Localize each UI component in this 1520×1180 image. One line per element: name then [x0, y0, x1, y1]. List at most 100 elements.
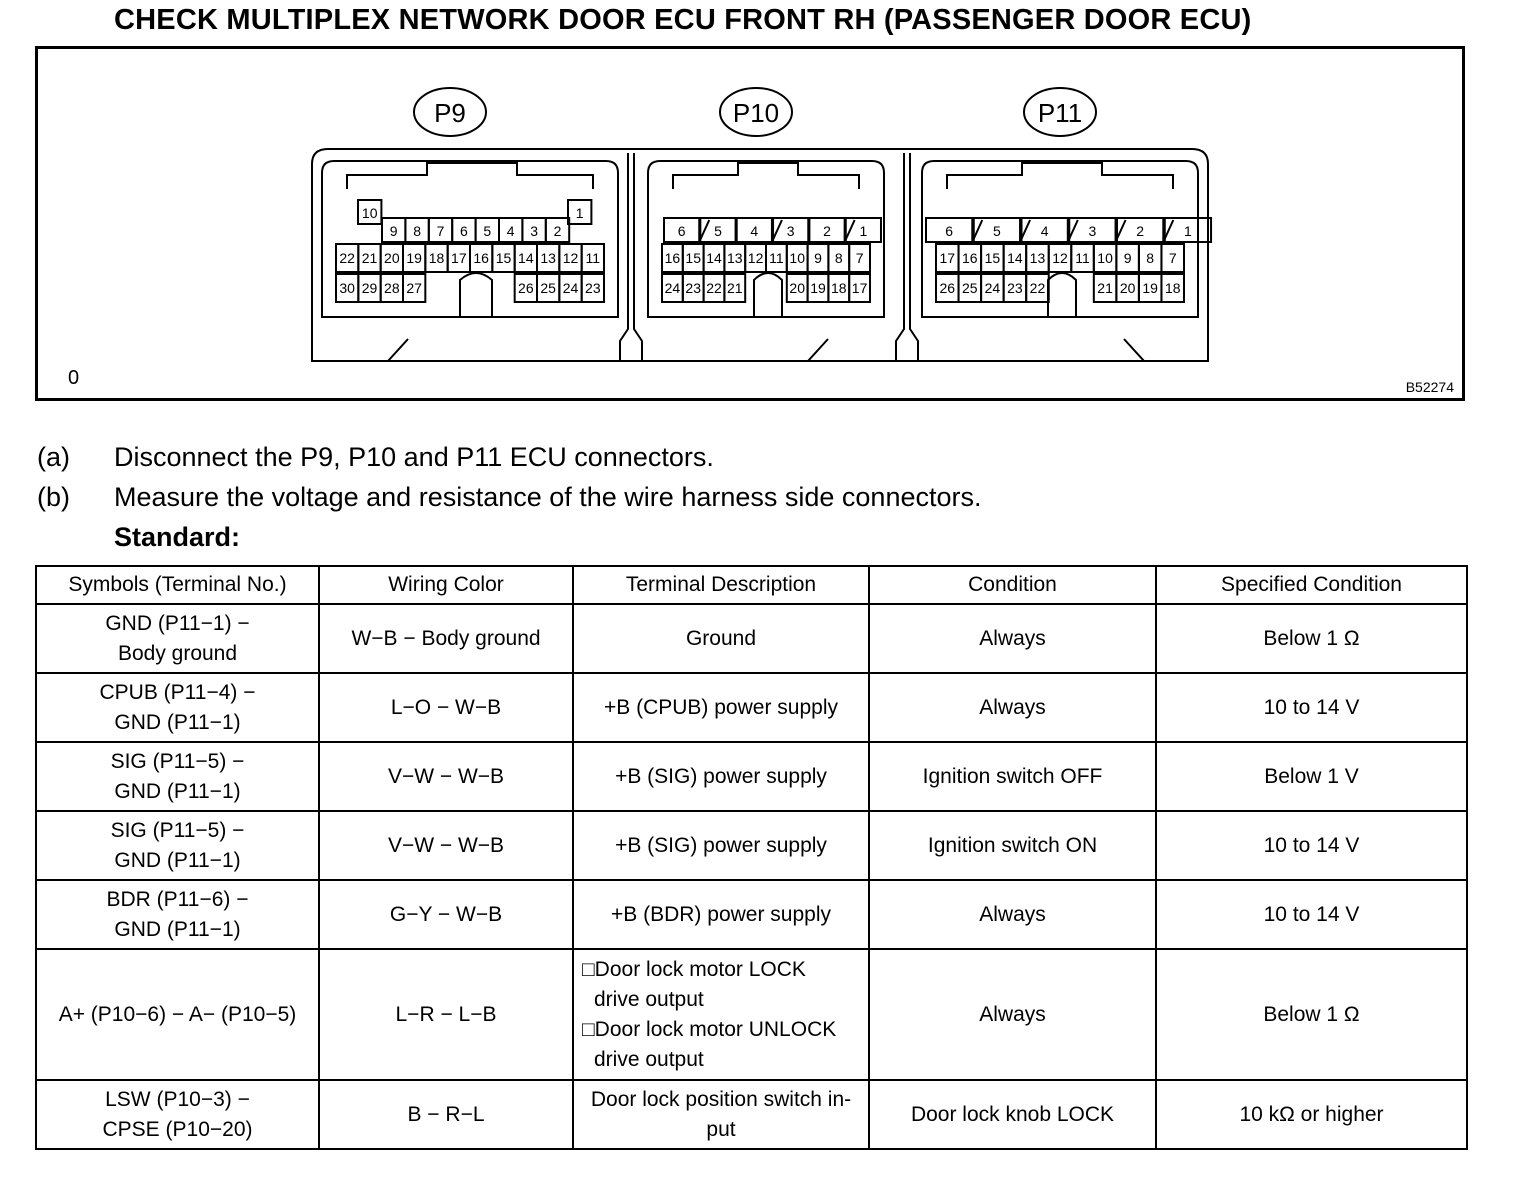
pin-cell — [848, 273, 872, 303]
pin-cell — [1020, 217, 1069, 243]
pin-number: 14 — [706, 250, 722, 266]
pin-number: 15 — [985, 250, 1001, 266]
connector-frame — [647, 160, 885, 318]
pin-number: 20 — [384, 250, 400, 266]
cell-condition: Always — [868, 948, 1157, 1081]
pin-number: 10 — [1097, 250, 1113, 266]
pin-number: 17 — [451, 250, 467, 266]
pin-number: 18 — [831, 280, 847, 296]
pin-number: 19 — [406, 250, 422, 266]
cell-wiring: L−O − W−B — [318, 672, 574, 743]
pin-number: 17 — [852, 280, 868, 296]
pin-number: 8 — [1146, 250, 1154, 266]
pin-number: 7 — [856, 250, 864, 266]
step-b: (b)Measure the voltage and resistance of… — [37, 482, 981, 513]
pin-number: 16 — [473, 250, 489, 266]
key-notch — [459, 272, 493, 316]
connector-housing — [311, 148, 1209, 362]
pin-number: 6 — [460, 223, 468, 239]
pin-number: 22 — [706, 280, 722, 296]
pin-number: 21 — [362, 250, 378, 266]
pin-number: 9 — [814, 250, 822, 266]
pin-cell — [723, 273, 747, 303]
pin-number: 10 — [789, 250, 805, 266]
cell-condition: Always — [868, 672, 1157, 743]
pin-number: 9 — [1124, 250, 1132, 266]
pin-number: 19 — [810, 280, 826, 296]
connector-divider — [895, 153, 919, 362]
cell-wiring: B − R−L — [318, 1079, 574, 1150]
pin-number: 15 — [496, 250, 512, 266]
step-label: (a) — [37, 442, 70, 472]
housing-foot — [1123, 338, 1208, 362]
step-a: (a)Disconnect the P9, P10 and P11 ECU co… — [37, 442, 714, 473]
cell-spec: 10 to 14 V — [1155, 672, 1468, 743]
pin-number: 1 — [1184, 223, 1192, 239]
pin-cell — [925, 217, 974, 243]
pin-number: 8 — [413, 223, 421, 239]
connector-frame — [321, 160, 619, 318]
pin-number: 13 — [540, 250, 556, 266]
table-row: LSW (P10−3) −CPSE (P10−20) B − R−L Door … — [35, 1079, 1468, 1150]
pin-number: 23 — [1007, 280, 1023, 296]
cell-wiring: L−R − L−B — [318, 948, 574, 1081]
pin-number: 15 — [685, 250, 701, 266]
cell-spec: 10 to 14 V — [1155, 810, 1468, 881]
pin-number: 27 — [406, 280, 422, 296]
pin-number: 1 — [859, 223, 867, 239]
pin-cell — [544, 217, 571, 243]
pin-number: 22 — [339, 250, 355, 266]
pin-number: 3 — [530, 223, 538, 239]
cell-symbols: GND (P11−1) −Body ground — [35, 603, 320, 674]
cell-symbols: SIG (P11−5) −GND (P11−1) — [35, 741, 320, 812]
pin-cell — [663, 217, 701, 243]
pin-number: 21 — [727, 280, 743, 296]
pin-number: 11 — [586, 250, 601, 266]
cell-condition: Ignition switch ON — [868, 810, 1157, 881]
pin-number: 10 — [362, 205, 378, 221]
pin-number: 7 — [437, 223, 445, 239]
connector-label-ellipse — [1023, 87, 1097, 137]
pin-number: 16 — [962, 250, 978, 266]
connector-frame — [921, 160, 1199, 318]
pin-cell — [972, 217, 1022, 243]
table-row: BDR (P11−6) −GND (P11−1) G−Y − W−B +B (B… — [35, 879, 1468, 950]
table-row: GND (P11−1) −Body ground W−B − Body grou… — [35, 603, 1468, 674]
pin-number: 14 — [1007, 250, 1023, 266]
pin-number: 12 — [748, 250, 764, 266]
pin-number: 2 — [823, 223, 831, 239]
cell-description: +B (SIG) power supply — [572, 810, 870, 881]
cell-condition: Always — [868, 879, 1157, 950]
header-wiring-color: Wiring Color — [318, 565, 574, 605]
pin-number: 26 — [518, 280, 534, 296]
pin-cell — [1163, 217, 1213, 243]
connector-label-ellipse — [413, 87, 487, 137]
cell-symbols: LSW (P10−3) −CPSE (P10−20) — [35, 1079, 320, 1150]
cell-description: +B (BDR) power supply — [572, 879, 870, 950]
pin-cell — [772, 217, 810, 243]
pin-number: 12 — [1052, 250, 1068, 266]
pin-number: 24 — [665, 280, 681, 296]
pin-number: 2 — [1136, 223, 1144, 239]
cell-condition: Ignition switch OFF — [868, 741, 1157, 812]
pin-number: 3 — [1089, 223, 1097, 239]
connector-latch — [946, 162, 1174, 189]
cell-wiring: W−B − Body ground — [318, 603, 574, 674]
pin-number: 22 — [1030, 280, 1046, 296]
pin-number: 26 — [939, 280, 955, 296]
pin-number: 23 — [585, 280, 601, 296]
cell-symbols: CPUB (P11−4) −GND (P11−1) — [35, 672, 320, 743]
figure-corner-mark: 0 — [68, 367, 80, 389]
connector-label: P11 — [1038, 98, 1082, 128]
header-symbols: Symbols (Terminal No.) — [35, 565, 320, 605]
pin-cell — [357, 199, 383, 225]
pin-number: 20 — [789, 280, 805, 296]
step-label: (b) — [37, 482, 70, 512]
pin-cell — [848, 243, 872, 273]
pin-number: 12 — [563, 250, 579, 266]
table-row: A+ (P10−6) − A− (P10−5) L−R − L−B □Door … — [35, 948, 1468, 1081]
pin-cell — [1160, 273, 1186, 303]
pin-number: 18 — [1165, 280, 1181, 296]
cell-wiring: V−W − W−B — [318, 741, 574, 812]
cell-condition: Always — [868, 603, 1157, 674]
